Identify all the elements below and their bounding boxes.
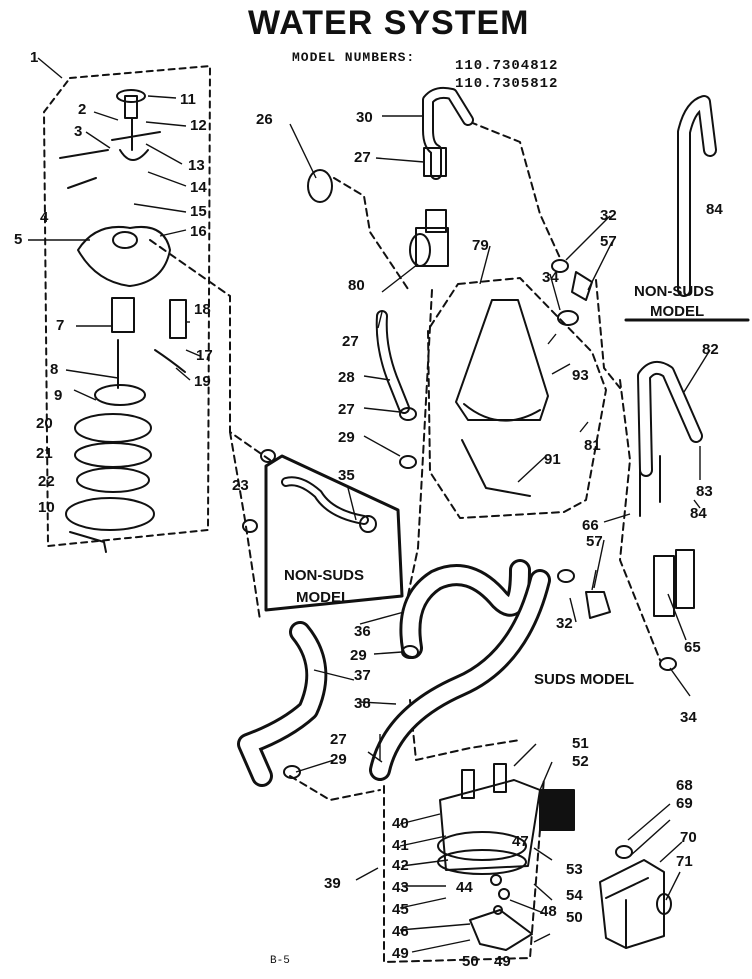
callout-49-right: 49 xyxy=(494,953,511,970)
callout-1: 1 xyxy=(30,49,38,66)
callout-26: 26 xyxy=(256,111,273,128)
diagram-title: WATER SYSTEM xyxy=(248,4,530,42)
callout-41: 41 xyxy=(392,837,409,854)
callout-21: 21 xyxy=(36,445,53,462)
model-number-1: 110.7304812 xyxy=(455,58,559,74)
callout-29-upper: 29 xyxy=(338,429,355,446)
page-number: B-5 xyxy=(270,955,290,967)
callout-4: 4 xyxy=(40,209,49,226)
callout-22: 22 xyxy=(38,473,55,490)
callout-71: 71 xyxy=(676,853,693,870)
callout-68: 68 xyxy=(676,777,693,794)
callout-19: 19 xyxy=(194,373,211,390)
callout-27-mid: 27 xyxy=(342,333,359,350)
callout-18: 18 xyxy=(194,301,211,318)
callout-8: 8 xyxy=(50,361,58,378)
callout-45: 45 xyxy=(392,901,409,918)
model-numbers-label: MODEL NUMBERS: xyxy=(292,50,416,65)
callout-27-top: 27 xyxy=(354,149,371,166)
filter-cone xyxy=(455,299,549,421)
callout-38: 38 xyxy=(354,695,371,712)
callout-34-lower: 34 xyxy=(680,709,697,726)
callout-52: 52 xyxy=(572,753,589,770)
callout-35: 35 xyxy=(338,467,355,484)
callout-43: 43 xyxy=(392,879,409,896)
non-suds-upper-line2: MODEL xyxy=(650,303,704,320)
callout-42: 42 xyxy=(392,857,409,874)
callout-53: 53 xyxy=(566,861,583,878)
callout-37: 37 xyxy=(354,667,371,684)
callout-7: 7 xyxy=(56,317,64,334)
callout-29-mid: 29 xyxy=(350,647,367,664)
callout-70: 70 xyxy=(680,829,697,846)
callout-54: 54 xyxy=(566,887,583,904)
callout-50-left: 50 xyxy=(462,953,479,970)
non-suds-inset-frame xyxy=(264,454,404,612)
callout-46: 46 xyxy=(392,923,409,940)
callout-13: 13 xyxy=(188,157,205,174)
tub-assembly-frame xyxy=(427,277,607,519)
pump-assembly-frame xyxy=(43,65,211,547)
callout-44: 44 xyxy=(456,879,473,896)
callout-32-upper: 32 xyxy=(600,207,617,224)
callout-81: 81 xyxy=(584,437,601,454)
callout-3: 3 xyxy=(74,123,82,140)
callout-29-bottom: 29 xyxy=(330,751,347,768)
callout-65: 65 xyxy=(684,639,701,656)
callout-39: 39 xyxy=(324,875,341,892)
callout-17: 17 xyxy=(196,347,213,364)
callout-93: 93 xyxy=(572,367,589,384)
callout-50-right: 50 xyxy=(566,909,583,926)
callout-57-upper: 57 xyxy=(600,233,617,250)
non-suds-left-line1: NON-SUDS xyxy=(284,567,364,584)
callout-47: 47 xyxy=(512,833,529,850)
callout-12: 12 xyxy=(190,117,207,134)
callout-27-lower: 27 xyxy=(338,401,355,418)
callout-10: 10 xyxy=(38,499,55,516)
callout-11: 11 xyxy=(180,91,196,108)
callout-15: 15 xyxy=(190,203,207,220)
callout-5: 5 xyxy=(14,231,22,248)
callout-49-left: 49 xyxy=(392,945,409,962)
callout-14: 14 xyxy=(190,179,207,196)
valve-assembly xyxy=(439,779,541,871)
suds-model-label: SUDS MODEL xyxy=(534,671,634,688)
callout-57-lower: 57 xyxy=(586,533,603,550)
callout-51: 51 xyxy=(572,735,589,752)
callout-23: 23 xyxy=(232,477,249,494)
non-suds-upper-line1: NON-SUDS xyxy=(634,283,714,300)
callout-34-upper: 34 xyxy=(542,269,559,286)
callout-48: 48 xyxy=(540,903,557,920)
model-number-2: 110.7305812 xyxy=(455,76,559,92)
callout-30: 30 xyxy=(356,109,373,126)
callout-82: 82 xyxy=(702,341,719,358)
callout-69: 69 xyxy=(676,795,693,812)
pump-assembly xyxy=(59,89,187,553)
callout-79: 79 xyxy=(472,237,489,254)
callout-28: 28 xyxy=(338,369,355,386)
callout-36: 36 xyxy=(354,623,371,640)
callout-20: 20 xyxy=(36,415,53,432)
callout-91: 91 xyxy=(544,451,561,468)
callout-83: 83 xyxy=(696,483,713,500)
bracket-70 xyxy=(599,859,665,949)
callout-16: 16 xyxy=(190,223,207,240)
callout-32-lower: 32 xyxy=(556,615,573,632)
callout-80: 80 xyxy=(348,277,365,294)
callout-84-lower: 84 xyxy=(690,505,707,522)
callout-9: 9 xyxy=(54,387,62,404)
callout-40: 40 xyxy=(392,815,409,832)
non-suds-left-line2: MODEL xyxy=(296,589,350,606)
callout-27-bottom: 27 xyxy=(330,731,347,748)
callout-2: 2 xyxy=(78,101,86,118)
callout-84-upper: 84 xyxy=(706,201,723,218)
callout-66: 66 xyxy=(582,517,599,534)
